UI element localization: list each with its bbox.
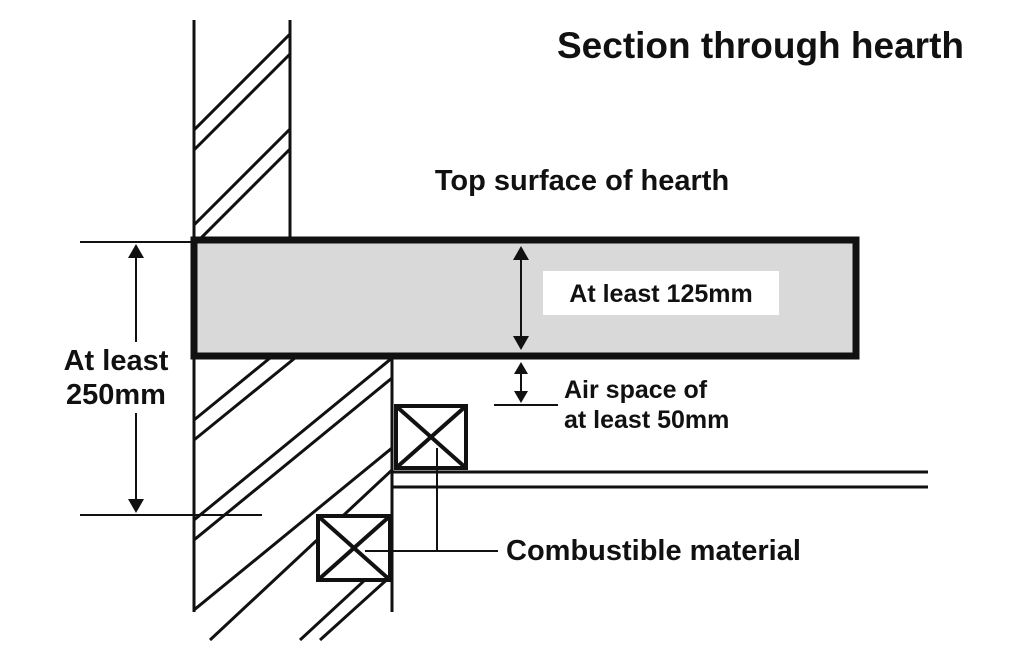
diagram-title: Section through hearth — [557, 25, 964, 66]
combustible-material-label: Combustible material — [506, 535, 801, 567]
combustible-joist-lower — [316, 514, 392, 582]
air-space-dimension — [494, 362, 558, 406]
total-height-dimension — [80, 241, 262, 516]
wall-lower-hatching — [194, 358, 392, 642]
air-space-label-line2: at least 50mm — [564, 406, 729, 434]
wall-upper-hatching — [194, 32, 290, 238]
hearth-thickness-dimension — [513, 246, 529, 350]
combustible-leader-lines — [365, 448, 498, 552]
hearth-thickness-label-box — [543, 271, 779, 315]
top-surface-label: Top surface of hearth — [435, 165, 729, 197]
total-height-label-line1: At least — [64, 345, 169, 377]
total-height-label-line2: 250mm — [66, 379, 166, 411]
combustible-joist-upper — [394, 404, 468, 470]
air-space-label-line1: Air space of — [564, 376, 708, 404]
hearth-thickness-label: At least 125mm — [569, 280, 752, 308]
